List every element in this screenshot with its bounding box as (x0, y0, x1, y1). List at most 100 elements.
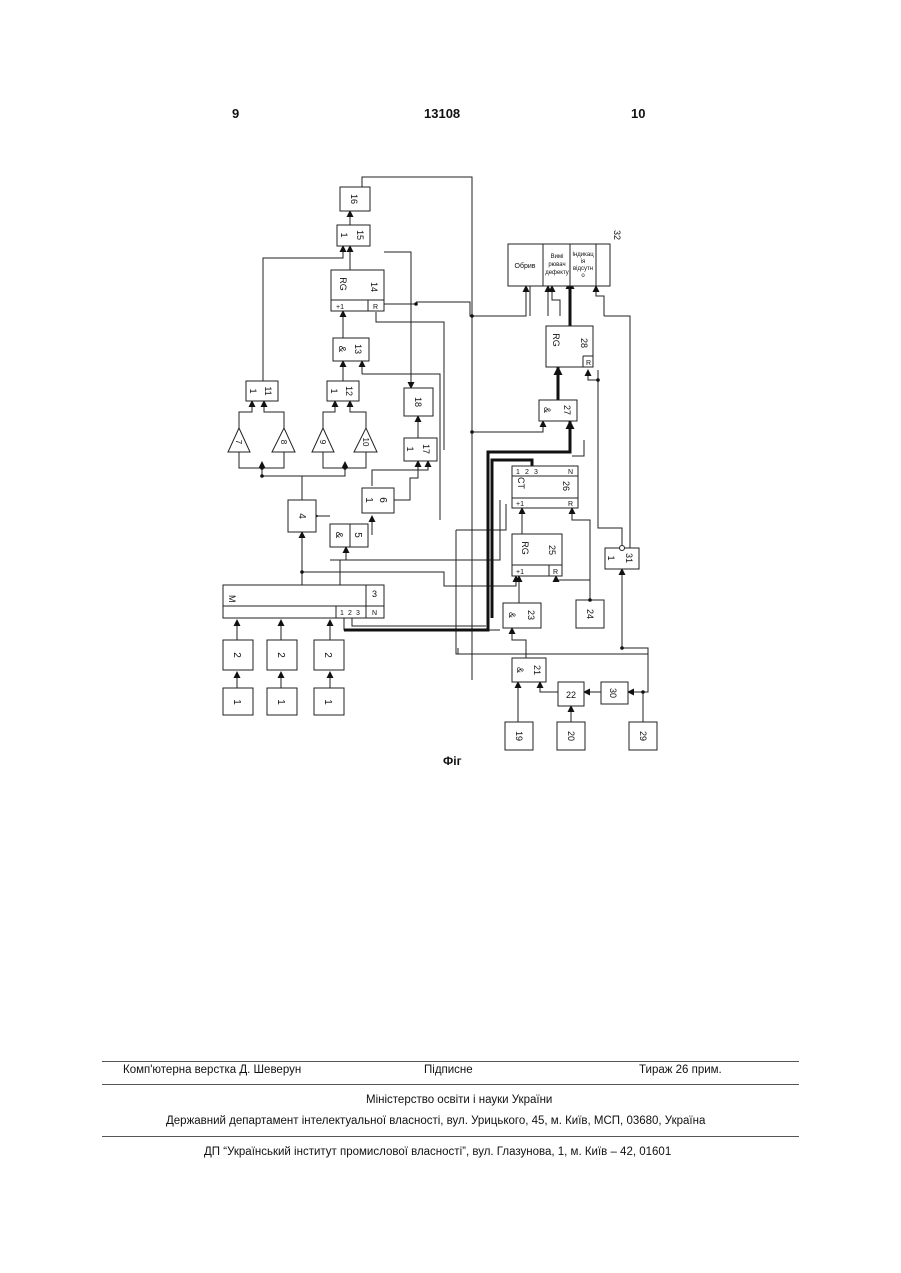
block-3-port-n: N (372, 610, 377, 617)
block-25-port-plus1: +1 (516, 569, 524, 576)
block-14-register: RG 14 +1 R (331, 270, 384, 311)
block-17-label: 17 (421, 444, 431, 454)
footer-divider (102, 1084, 799, 1085)
footer-ministry: Міністерство освіти і науки України (366, 1094, 552, 1106)
block-26-port-3: 3 (534, 469, 538, 476)
block-32-cell-meter-line3: дефекту (545, 270, 569, 276)
block-22: 22 (558, 682, 584, 706)
block-5-and: & 5 (330, 524, 368, 547)
block-25-register: RG 25 +1 R (512, 534, 562, 576)
block-32-cell-ind-line2: ія (581, 259, 586, 265)
block-1a: 1 (223, 688, 253, 715)
block-26-label: 26 (561, 481, 571, 491)
block-30-label: 30 (608, 688, 618, 698)
block-32-cell-meter-line1: Вимі (551, 254, 564, 260)
block-5-label: 5 (352, 532, 363, 538)
block-24-label: 24 (585, 609, 595, 619)
block-1c: 1 (314, 688, 344, 715)
comparator-10-label: 10 (361, 438, 370, 447)
block-23-and: & 23 (503, 603, 541, 628)
block-28-port-r: R (586, 360, 591, 367)
block-6-op: 1 (363, 497, 374, 503)
thick-bus-lines (344, 281, 570, 630)
block-14-rg: RG (338, 277, 348, 291)
block-14-port-r: R (373, 304, 378, 311)
footer-divider (102, 1061, 799, 1062)
footer-institute: ДП “Український інститут промислової вла… (204, 1146, 671, 1158)
footer-typesetting: Комп'ютерна верстка Д. Шеверун (123, 1064, 301, 1076)
block-25-port-r: R (553, 569, 558, 576)
comparator-7-label: 7 (234, 440, 243, 445)
block-3-m-label: M (227, 595, 237, 603)
block-31-or: 1 31 (605, 546, 639, 570)
block-2b: 2 (267, 640, 297, 670)
comparator-10: 10 (354, 428, 377, 452)
block-13-op: & (336, 346, 347, 353)
block-13-and: & 13 (333, 338, 369, 361)
figure-caption: Фіг (443, 754, 462, 768)
block-26-port-1: 1 (516, 469, 520, 476)
block-32-cell-meter-line2: рювач (548, 262, 565, 268)
block-3-memory: M 3 1 2 3 N (223, 585, 384, 618)
block-1c-label: 1 (322, 699, 333, 705)
block-32-cell-ind-line1: Індикац (572, 252, 594, 258)
block-17-or: 1 17 (404, 438, 437, 461)
block-16-label: 16 (349, 194, 359, 204)
block-1b-label: 1 (275, 699, 286, 705)
block-2a: 2 (223, 640, 253, 670)
block-22-label: 22 (566, 690, 576, 700)
block-4-label: 4 (296, 513, 307, 519)
block-27-label: 27 (562, 405, 572, 415)
comparator-8-label: 8 (279, 440, 288, 445)
block-3-port-1: 1 (340, 610, 344, 617)
block-3-port-2: 2 (348, 610, 352, 617)
block-15-label: 15 (355, 230, 365, 240)
block-21-and: & 21 (512, 658, 546, 682)
block-26-port-plus1: +1 (516, 501, 524, 508)
block-27-and: & 27 (539, 400, 577, 421)
block-24: 24 (576, 600, 604, 628)
block-19: 19 (505, 722, 533, 750)
block-1a-label: 1 (231, 699, 242, 705)
block-12-label: 12 (344, 386, 354, 396)
block-6-or: 1 6 (362, 488, 394, 513)
footer-department: Державний департамент інтелектуальної вл… (166, 1115, 705, 1127)
block-28-label: 28 (579, 338, 589, 348)
block-15-or: 1 15 (337, 225, 370, 246)
footer-divider (102, 1136, 799, 1137)
block-17-op: 1 (405, 446, 415, 451)
block-4: 4 (288, 500, 316, 532)
block-29-label: 29 (638, 731, 648, 741)
block-31-op: 1 (606, 555, 616, 560)
comparator-7: 7 (228, 428, 250, 452)
block-26-port-r: R (568, 501, 573, 508)
block-15-op: 1 (339, 232, 349, 237)
block-2c-label: 2 (322, 652, 333, 658)
block-31-label: 31 (624, 553, 634, 563)
block-14-label: 14 (369, 282, 379, 292)
block-25-rg: RG (520, 541, 530, 555)
block-19-label: 19 (514, 731, 524, 741)
block-28-rg: RG (551, 333, 561, 347)
block-18: 18 (404, 388, 433, 416)
block-3-number: 3 (372, 589, 377, 599)
comparator-9-label: 9 (318, 440, 327, 445)
block-2a-label: 2 (231, 652, 242, 658)
block-1b: 1 (267, 688, 297, 715)
block-20: 20 (557, 722, 585, 750)
footer-signed: Підписне (424, 1064, 473, 1076)
block-2b-label: 2 (275, 652, 286, 658)
block-11-or: 1 11 (246, 381, 278, 401)
block-13-label: 13 (353, 344, 363, 354)
block-2c: 2 (314, 640, 344, 670)
block-30: 30 (601, 682, 628, 704)
block-12-op: 1 (329, 388, 339, 393)
block-23-label: 23 (526, 610, 536, 620)
block-20-label: 20 (566, 731, 576, 741)
block-3-port-3: 3 (356, 610, 360, 617)
block-32-indicator: Обрив Вимі рювач дефекту Індикац ія відс… (508, 230, 622, 286)
block-29: 29 (629, 722, 657, 750)
block-12-or: 1 12 (327, 381, 359, 401)
block-23-op: & (507, 612, 517, 618)
